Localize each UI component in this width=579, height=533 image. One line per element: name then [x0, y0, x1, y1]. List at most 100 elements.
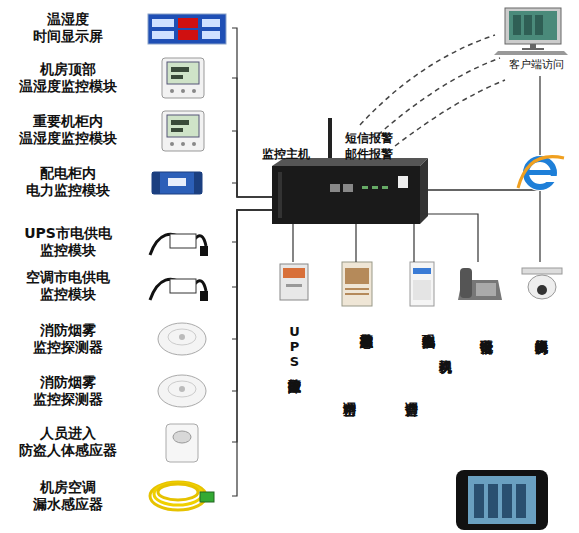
precision-ac [345, 288, 369, 290]
computer-icon [505, 8, 561, 44]
precision-ac [345, 268, 369, 284]
standard-ac [413, 268, 431, 274]
thermostat-module [167, 62, 199, 84]
computer-icon [494, 51, 568, 55]
sensor-item: 消防烟雾 监控探测器 [8, 370, 232, 412]
device-box: 精密空调出风状态监控报警 [338, 262, 378, 472]
sensor-item: 配电柜内 电力监控模块 [8, 162, 232, 202]
leak-sensor [150, 482, 214, 510]
connector-line [420, 214, 478, 262]
thermostat-module [162, 58, 204, 98]
connector-line [232, 210, 272, 391]
device-box: 电话语音报警 [456, 262, 504, 432]
precision-ac [345, 293, 369, 295]
power-module [152, 172, 202, 194]
display-screen [178, 18, 198, 28]
host-device [398, 176, 408, 188]
connector-line [232, 210, 272, 287]
node-label: 机房顶部 温湿度监控模块 [13, 61, 123, 95]
smoke-detector [168, 381, 196, 397]
desk-phone [458, 268, 502, 300]
connector-line [292, 224, 293, 262]
computer-icon [530, 44, 536, 48]
host-device [328, 118, 332, 162]
power-sensor [170, 234, 196, 248]
standard-ac [410, 262, 434, 306]
leak-sensor [158, 484, 198, 500]
host-box: 监控主机 [272, 166, 420, 224]
host-device [382, 186, 388, 189]
motion-sensor [166, 424, 198, 462]
dome-camera [522, 268, 562, 299]
host-device [372, 186, 378, 189]
connector-line [232, 28, 272, 197]
node-label: 空调市电供电 监控模块 [13, 269, 123, 303]
host-device [272, 118, 428, 224]
sensor-item: 重要机柜内 温湿度监控模块 [8, 108, 232, 152]
node-label: 消防烟雾 监控探测器 [13, 374, 123, 408]
browser-icon [518, 155, 564, 191]
power-sensor [150, 279, 208, 301]
connector-line [232, 78, 272, 197]
power-sensor [200, 291, 208, 301]
node-label: 机房空调 漏水感应器 [13, 479, 123, 513]
node-label: 重要机柜内 温湿度监控模块 [13, 113, 123, 147]
smoke-detector [179, 386, 185, 392]
sensor-item: 机房顶部 温湿度监控模块 [8, 55, 232, 101]
ups-device [286, 284, 302, 287]
browser-icon [528, 170, 552, 175]
browser-icon [526, 159, 554, 187]
connector-line [232, 210, 272, 442]
display-screen [148, 14, 226, 44]
computer-icon [494, 8, 568, 55]
host-device [343, 184, 353, 192]
leak-sensor [200, 492, 214, 502]
thermostat-module [171, 75, 183, 79]
device-box: 机房网络摄像机 [515, 262, 570, 462]
motion-sensor [166, 424, 198, 462]
display-screen [178, 30, 198, 40]
wireless-waves [360, 35, 505, 146]
connector-line [420, 76, 540, 190]
smartphone [456, 470, 548, 530]
host-device [272, 166, 420, 224]
computer-icon [522, 48, 544, 50]
smartphone [488, 484, 498, 518]
connector-line [232, 131, 272, 197]
smoke-detector [179, 334, 185, 340]
connector-line [232, 210, 272, 339]
thermostat-module [171, 120, 189, 125]
thermostat-module [181, 89, 185, 93]
host-device [278, 172, 282, 218]
client-box: 客户端访问 [497, 6, 575, 76]
browser-icon [544, 176, 558, 182]
standard-ac [413, 280, 431, 300]
browser-icon [518, 157, 564, 188]
precision-ac [342, 262, 372, 306]
ups-device [283, 268, 305, 278]
alarm-note: 短信报警 邮件报警 [345, 130, 403, 162]
computer-icon [513, 15, 521, 35]
leak-sensor [150, 482, 206, 510]
display-screen [152, 31, 174, 39]
browser-icon [522, 155, 558, 191]
thermostat-module [167, 115, 199, 137]
thermostat-module [162, 111, 204, 151]
smartphone [502, 484, 512, 518]
precision-ac [342, 262, 372, 306]
standard-ac [410, 262, 434, 306]
connector-line [420, 190, 540, 262]
display-screen [202, 31, 220, 39]
connector-line [232, 210, 272, 496]
node-label: 人员进入 防盗人体感应器 [13, 425, 123, 459]
device-box: UPS故障监控报警 [278, 262, 310, 472]
device-box: 普通空调实现停电来电自启双机切换 [402, 262, 454, 472]
desk-phone [476, 283, 496, 296]
sensor-item: 消防烟雾 监控探测器 [8, 318, 232, 360]
wireless-waves [378, 58, 500, 135]
smartphone [516, 484, 526, 518]
node-label: 温湿度 时间显示屏 [13, 11, 123, 45]
